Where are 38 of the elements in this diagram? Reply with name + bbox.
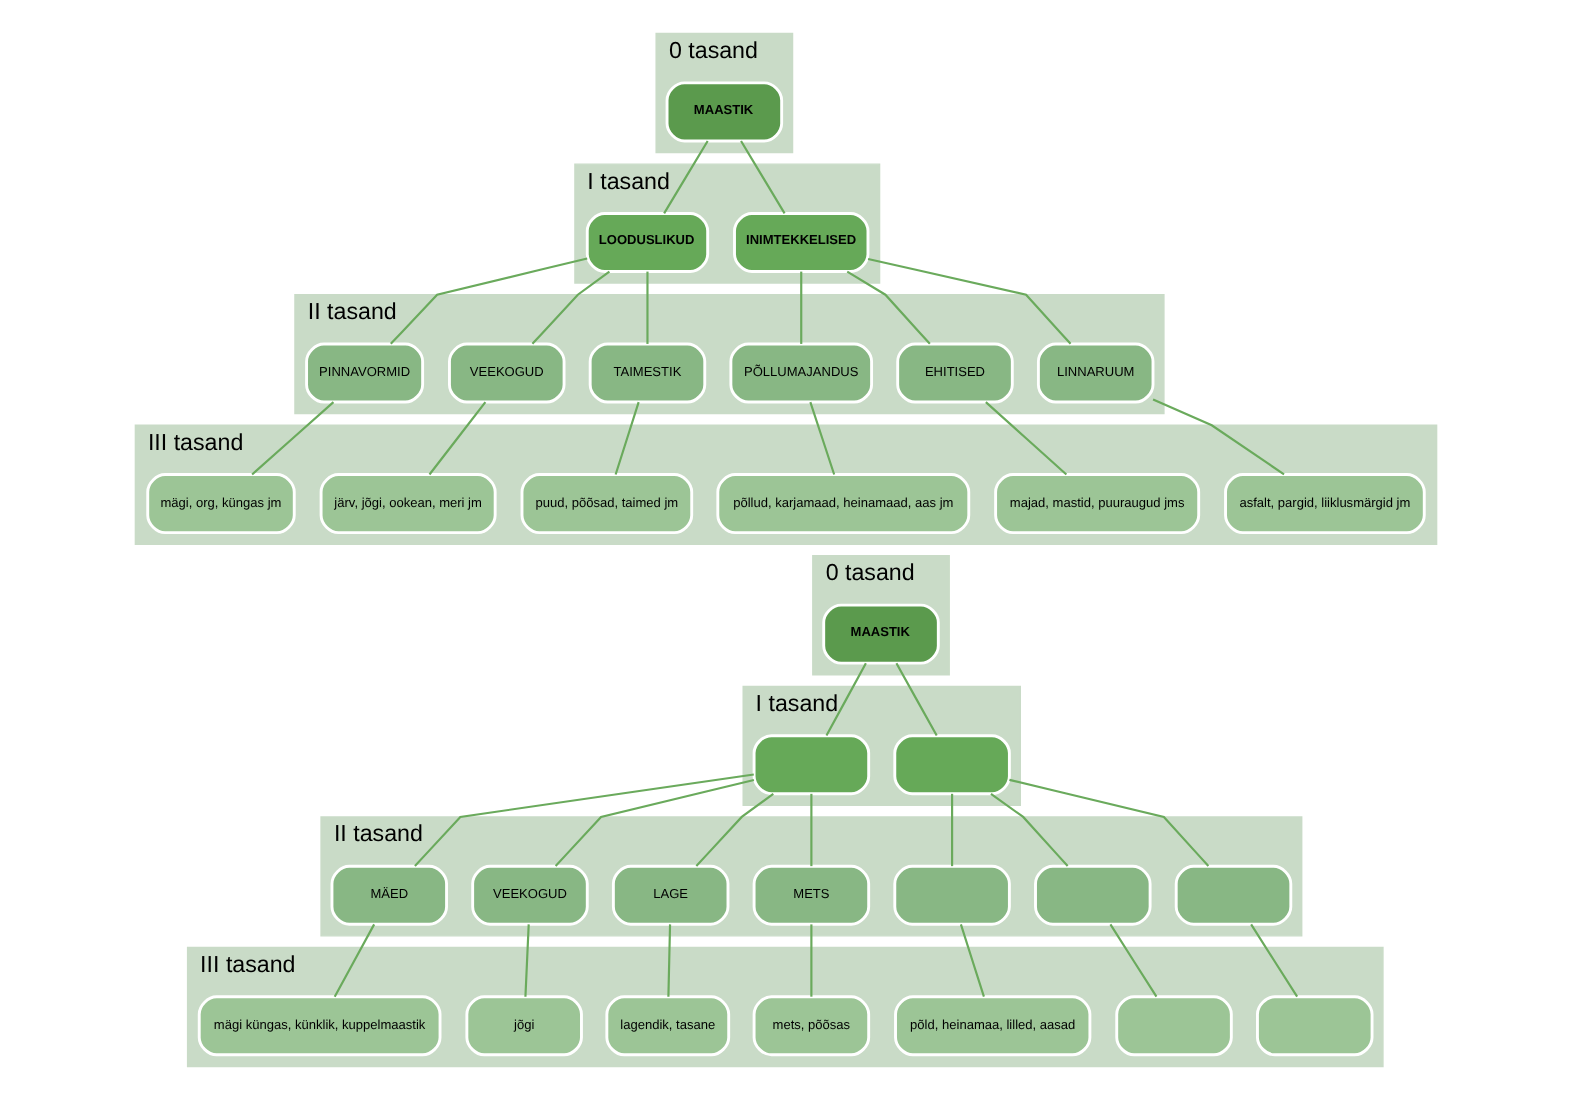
connector [523,924,529,997]
node-box [892,734,1010,796]
node-box [751,734,870,796]
connector [1008,778,1209,867]
connector [984,401,1067,476]
node-box [1173,864,1292,926]
connector [694,793,773,867]
node-box [1033,864,1151,926]
connector [799,271,802,344]
connector [662,140,708,214]
connector [1151,398,1284,476]
connector [824,662,866,737]
connector [958,924,984,998]
connector [613,401,639,475]
connector [413,773,753,867]
connector [1249,923,1298,998]
connector [1108,923,1157,998]
connector [809,793,812,867]
connector [250,401,334,476]
connector [645,271,648,344]
connector [332,923,375,998]
node-box [1114,995,1232,1057]
connector [809,924,812,997]
node-box [1255,995,1373,1057]
connector [666,924,671,997]
connector [989,793,1068,867]
connector [894,662,937,737]
connector [553,778,754,867]
connector [845,270,930,345]
node-box [892,864,1010,926]
cluster: I tasand [741,685,1020,807]
connector [866,257,1071,345]
connector [950,793,953,867]
connector [808,401,835,475]
connector [389,257,587,345]
connector [739,140,785,214]
connector [530,270,610,345]
connector [427,401,486,476]
